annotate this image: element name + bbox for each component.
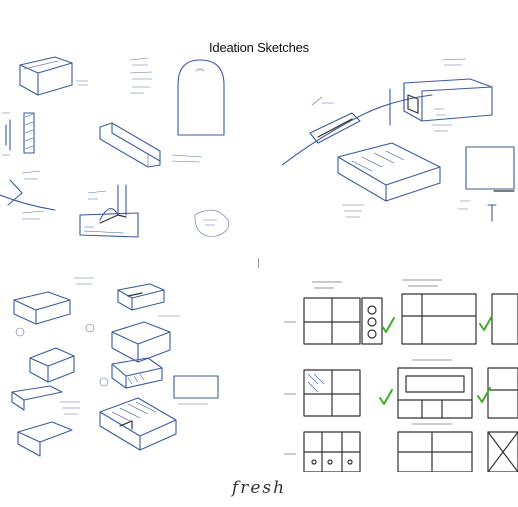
check-mark bbox=[477, 387, 491, 403]
divider-mark bbox=[258, 258, 259, 268]
sketch-panel-top-right bbox=[282, 55, 518, 255]
brand-logo: fresh bbox=[231, 478, 287, 498]
page-title: Ideation Sketches bbox=[209, 40, 309, 55]
sketch-panel-bottom-right bbox=[282, 272, 518, 472]
check-mark bbox=[379, 389, 393, 405]
sketch-panel-top-left bbox=[0, 55, 258, 255]
check-mark bbox=[479, 315, 493, 331]
sketch-panel-bottom-left bbox=[0, 272, 258, 472]
check-mark bbox=[381, 317, 395, 333]
